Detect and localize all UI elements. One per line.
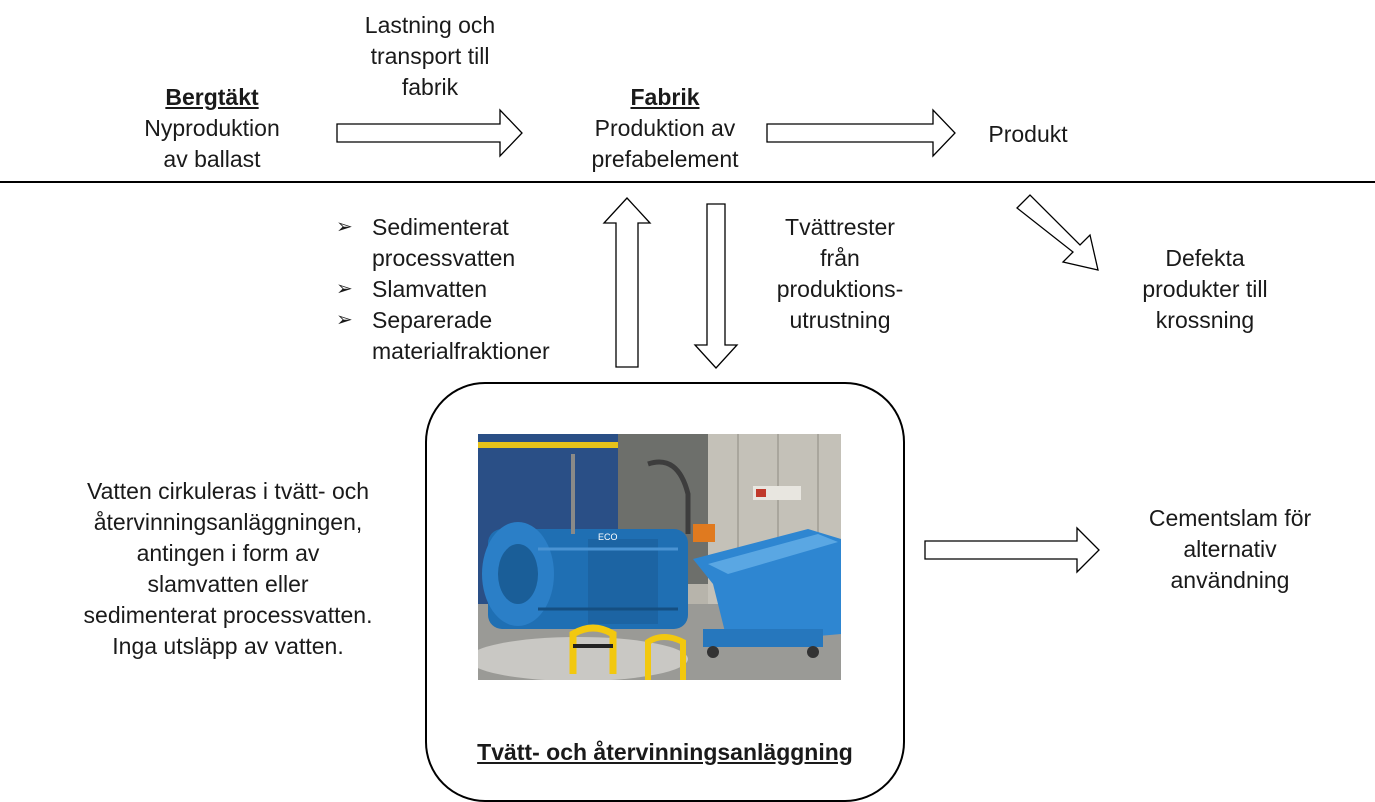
water-note-line-6: Inga utsläpp av vatten.	[112, 633, 344, 659]
cement-sludge-line-1: Cementslam för	[1148, 505, 1312, 531]
returns-item-3-line-2: materialfraktioner	[372, 338, 550, 364]
defects-label: Defekta produkter till krossning	[1115, 243, 1295, 336]
water-note: Vatten cirkuleras i tvätt- och återvinni…	[48, 476, 408, 662]
transport-line-3: fabrik	[401, 74, 459, 100]
factory-node: Fabrik Produktion av prefabelement	[565, 82, 765, 175]
water-note-line-3: antingen i form av	[136, 540, 320, 566]
returns-item-1-line-2: processvatten	[372, 245, 516, 271]
quarry-node: Bergtäkt Nyproduktion av ballast	[112, 82, 312, 175]
returns-item-1-line-1: Sedimenterat	[372, 214, 509, 240]
wash-residue-label: Tvättrester från produktions- utrustning	[760, 212, 920, 336]
water-note-line-2: återvinningsanläggningen,	[93, 509, 363, 535]
returns-item-3-line-1: Separerade	[372, 307, 493, 333]
wash-residue-line-3: produktions-	[776, 276, 904, 302]
arrow-up-to-factory	[602, 197, 652, 368]
factory-line-2: prefabelement	[591, 146, 739, 172]
product-label: Produkt	[988, 121, 1068, 147]
cement-sludge-line-3: användning	[1170, 567, 1290, 593]
arrow-down-to-plant	[693, 203, 739, 369]
arrowhead-bullet-icon: ➢	[336, 309, 353, 331]
arrowhead-bullet-icon: ➢	[336, 216, 353, 238]
water-note-line-5: sedimenterat processvatten.	[83, 602, 373, 628]
defects-line-1: Defekta	[1165, 245, 1245, 271]
cement-sludge-line-2: alternativ	[1183, 536, 1277, 562]
wash-residue-line-1: Tvättrester	[785, 214, 895, 240]
transport-label: Lastning och transport till fabrik	[345, 10, 515, 103]
returns-item-2-line-1: Slamvatten	[372, 276, 488, 302]
factory-line-1: Produktion av	[594, 115, 736, 141]
wash-residue-line-4: utrustning	[789, 307, 891, 333]
wash-residue-line-2: från	[820, 245, 860, 271]
photo-brand-text: ECO	[598, 532, 618, 542]
plant-photo: ECO	[478, 434, 841, 680]
returns-list: ➢ Sedimenterat processvatten ➢ Slamvatte…	[336, 212, 550, 367]
cement-sludge-label: Cementslam för alternativ användning	[1130, 503, 1330, 596]
transport-line-2: transport till	[370, 43, 490, 69]
arrow-quarry-to-factory	[336, 108, 523, 158]
defects-line-2: produkter till	[1142, 276, 1268, 302]
product-node: Produkt	[968, 119, 1088, 150]
arrow-factory-to-product	[766, 108, 956, 158]
water-note-line-4: slamvatten eller	[147, 571, 309, 597]
plant-photo-illustration: ECO	[478, 434, 841, 680]
defects-line-3: krossning	[1155, 307, 1255, 333]
water-note-line-1: Vatten cirkuleras i tvätt- och	[86, 478, 370, 504]
arrow-product-to-defects	[1016, 194, 1099, 271]
quarry-title: Bergtäkt	[165, 84, 259, 110]
list-item: ➢ Separerade materialfraktioner	[336, 305, 550, 367]
list-item: ➢ Slamvatten	[336, 274, 550, 305]
factory-title: Fabrik	[630, 84, 700, 110]
list-item: ➢ Sedimenterat processvatten	[336, 212, 550, 274]
transport-line-1: Lastning och	[364, 12, 496, 38]
quarry-line-1: Nyproduktion	[144, 115, 280, 141]
diagram-arrows	[0, 108, 1375, 574]
arrow-plant-to-cement-sludge	[924, 526, 1100, 574]
quarry-line-2: av ballast	[163, 146, 261, 172]
arrowhead-bullet-icon: ➢	[336, 278, 353, 300]
plant-title: Tvätt- och återvinningsanläggning	[477, 739, 853, 765]
